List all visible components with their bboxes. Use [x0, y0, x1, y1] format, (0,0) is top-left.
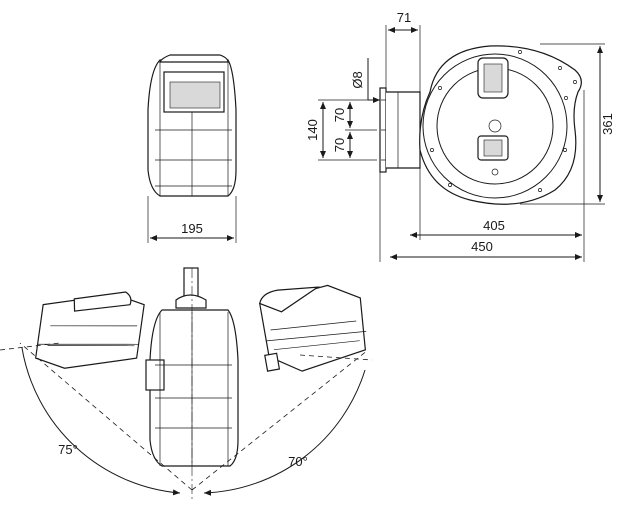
dim-bracket-depth: 71	[397, 10, 411, 25]
dim-hole-offset-top: 70	[332, 108, 347, 122]
dim-hole-spacing: 140	[305, 119, 320, 141]
dim-overall-width: 450	[471, 239, 493, 254]
angle-left-swing: 75°	[58, 442, 78, 457]
dim-front-width: 195	[181, 221, 203, 236]
dim-height: 361	[600, 113, 615, 135]
side-view: 71 Ø8 70 70 140 361 405 450	[305, 10, 615, 262]
dim-drum-width: 405	[483, 218, 505, 233]
dim-bolt-diameter: Ø8	[350, 71, 365, 88]
angle-right-swing: 70°	[288, 454, 308, 469]
swivel-view: 75° 70°	[0, 267, 373, 500]
front-view: 195	[147, 54, 237, 243]
dim-hole-offset-bottom: 70	[332, 138, 347, 152]
